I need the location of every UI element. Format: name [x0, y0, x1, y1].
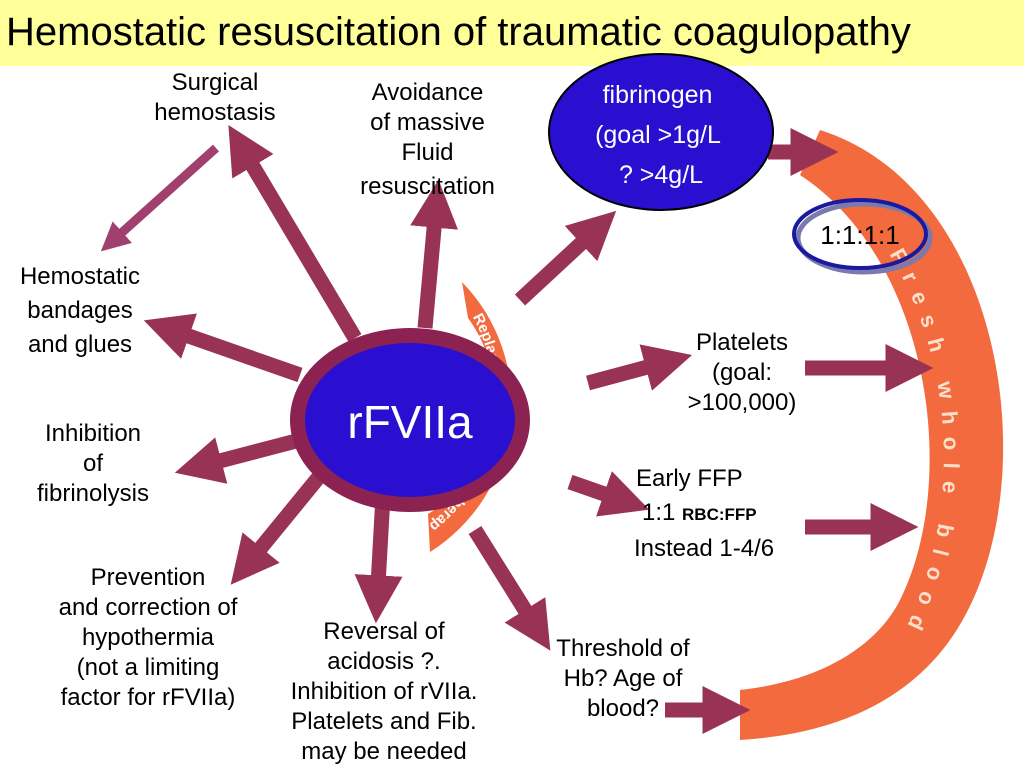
arrow-to-avoidance: [410, 179, 459, 329]
fibrinolysis-line1: Inhibition: [44, 420, 142, 447]
fibrinogen-text: fibrinogen (goal >1g/L ? >4g/L: [595, 81, 727, 189]
ffp-line2: 1:1 RBC:FFP: [622, 496, 822, 532]
arrow-to-hypothermia: [230, 473, 324, 585]
acidosis-line3: Inhibition of rVIIa.: [290, 678, 478, 705]
arrow-to-bandages: [143, 313, 303, 383]
hypothermia-line5: factor for rFVIIa): [60, 684, 236, 711]
hypothermia-line3: hypothermia: [81, 624, 215, 651]
acidosis-line2: acidosis ?.: [327, 648, 441, 675]
platelets-label: Platelets (goal: >100,000): [668, 328, 816, 418]
title-bar: Hemostatic resuscitation of traumatic co…: [0, 0, 1024, 66]
arrow-to-platelets: [586, 344, 693, 391]
bandages-line3: and glues: [27, 331, 133, 358]
fibrinolysis-line3: fibrinolysis: [36, 480, 150, 507]
acidosis-line4: Platelets and Fib.: [291, 708, 477, 735]
fibrinolysis-line2: of: [82, 450, 103, 477]
arrow-to-fibrinogen: [514, 210, 617, 306]
ffp-ratio: 1:1: [642, 499, 683, 526]
ffp-line1: Early FFP: [636, 465, 743, 492]
ratio-label: 1:1:1:1: [820, 220, 900, 250]
fresh-whole-blood-arc: [740, 130, 1004, 740]
ffp-line3: Instead 1-4/6: [634, 535, 775, 562]
early-ffp-label: Early FFP 1:1 RBC:FFP Instead 1-4/6: [622, 462, 822, 566]
fibrinogen-line3: ? >4g/L: [619, 161, 703, 189]
arrow-to-fibrinolysis: [174, 432, 302, 484]
avoidance-line4: resuscitation: [360, 173, 495, 200]
inhibition-fibrinolysis-label: Inhibition of fibrinolysis: [16, 419, 170, 509]
hemostatic-bandages-label: Hemostatic bandages and glues: [2, 260, 158, 362]
hypothermia-line2: and correction of: [58, 594, 238, 621]
arrow-to-threshold: [468, 526, 551, 651]
threshold-line3: blood?: [586, 695, 660, 722]
hypothermia-line4: (not a limiting: [76, 654, 220, 681]
fibrinogen-ellipse: [548, 53, 774, 211]
threshold-line1: Threshold of: [556, 635, 690, 662]
platelets-line3: >100,000): [687, 389, 797, 416]
ffp-rbc-ffp: RBC:FFP: [682, 505, 757, 524]
avoidance-fluid-label: Avoidance of massive Fluid resuscitation: [330, 78, 525, 202]
acidosis-label: Reversal of acidosis ?. Inhibition of rV…: [262, 617, 506, 767]
bandages-line1: Hemostatic: [19, 263, 141, 290]
avoidance-line3: Fluid: [401, 139, 454, 166]
fibrinogen-line2: (goal >1g/L: [595, 121, 721, 149]
platelets-line2: (goal:: [711, 359, 773, 386]
bandages-line2: bandages: [27, 297, 133, 324]
fibrinogen-line1: fibrinogen: [603, 81, 713, 109]
slide-title: Hemostatic resuscitation of traumatic co…: [6, 10, 911, 54]
ratio-ring-shadow: [795, 201, 933, 275]
acidosis-line5: may be needed: [301, 738, 467, 765]
avoidance-line1: Avoidance: [371, 79, 484, 106]
avoidance-line2: of massive: [370, 109, 485, 136]
rfviia-label: rFVIIa: [347, 396, 473, 448]
surgical-hemostasis-label: Surgical hemostasis: [140, 68, 290, 128]
surgical-line2: hemostasis: [154, 99, 276, 126]
platelets-line1: Platelets: [695, 329, 789, 356]
arrow-to-surgical: [228, 124, 362, 342]
hypothermia-line1: Prevention: [90, 564, 206, 591]
rfviia-core: [305, 343, 515, 497]
threshold-line2: Hb? Age of: [563, 665, 683, 692]
acidosis-line1: Reversal of: [323, 618, 445, 645]
ratio-ring: [792, 198, 928, 270]
arrow-to-acidosis: [354, 495, 403, 624]
surgical-line1: Surgical: [171, 69, 259, 96]
arrow-to-ffp: [567, 471, 650, 517]
hypothermia-label: Prevention and correction of hypothermia…: [32, 563, 264, 713]
arrow-surgical-to-bandages: [100, 144, 220, 252]
threshold-hb-label: Threshold of Hb? Age of blood?: [538, 634, 708, 724]
